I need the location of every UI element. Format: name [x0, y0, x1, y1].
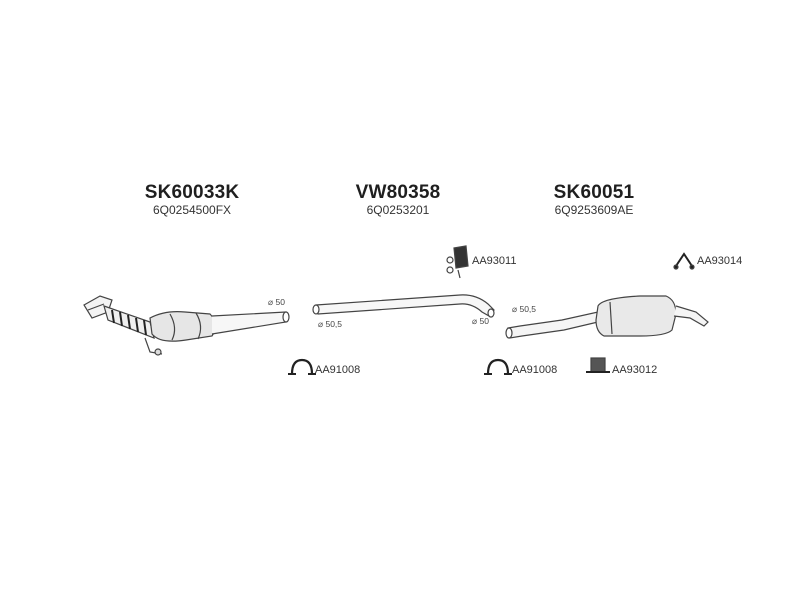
part-code-rear-silencer: SK60051: [553, 182, 635, 203]
diameter-mid-outlet: ⌀ 50: [472, 316, 489, 326]
rubber-mount-icon: [446, 245, 469, 279]
rear-silencer-part: [505, 295, 709, 339]
part-code-middle-pipe: VW80358: [355, 182, 441, 203]
label-hanger-rear: AA93014: [697, 255, 743, 267]
hanger-icon: [673, 252, 695, 270]
diameter-rear-inlet: ⌀ 50,5: [512, 304, 537, 314]
label-clamp-mid: AA91008: [512, 364, 558, 376]
middle-pipe-part: [312, 294, 495, 318]
part-code-catalyst: SK60033K: [144, 182, 240, 203]
bracket-icon: [586, 357, 610, 373]
clamp-front-icon: [288, 358, 316, 375]
diameter-cat-outlet: ⌀ 50: [268, 297, 285, 307]
catalytic-converter-part: [83, 295, 290, 356]
clamp-mid-icon: [484, 358, 512, 375]
oem-code-catalyst: 6Q0254500FX: [152, 203, 232, 217]
oem-code-rear-silencer: 6Q9253609AE: [554, 203, 634, 217]
label-mount-mid: AA93011: [472, 255, 517, 267]
label-bracket-rear: AA93012: [612, 364, 658, 376]
label-clamp-front: AA91008: [315, 364, 361, 376]
diameter-mid-inlet: ⌀ 50,5: [318, 319, 343, 329]
oem-code-middle-pipe: 6Q0253201: [366, 203, 430, 217]
